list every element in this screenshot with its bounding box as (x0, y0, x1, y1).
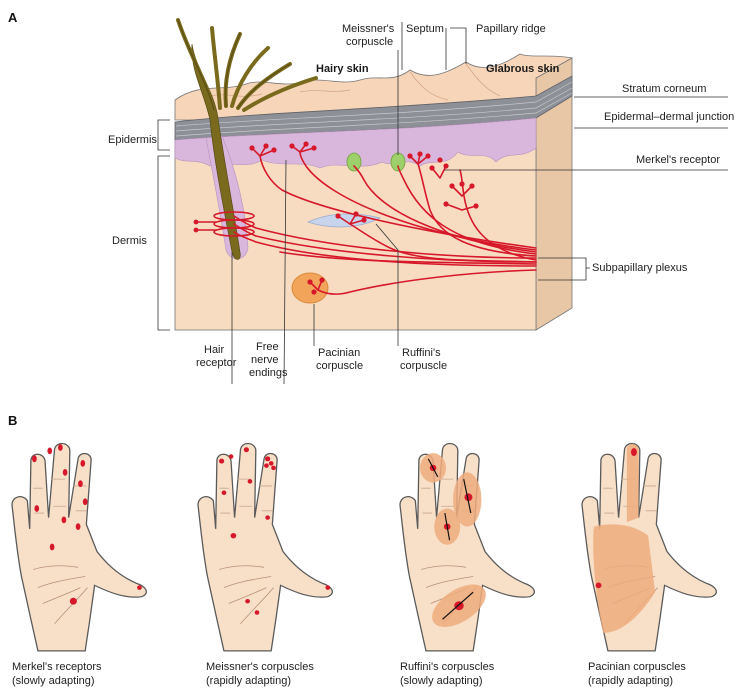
caption-meissner-adapt: (rapidly adapting) (206, 675, 291, 687)
label-ruffini-line1: Ruffini's (402, 347, 441, 359)
label-hairy-skin: Hairy skin (316, 63, 369, 75)
caption-merkel-name: Merkel's receptors (12, 661, 102, 673)
label-free-line1: Free (256, 341, 279, 353)
label-ruffini-line2: corpuscle (400, 360, 447, 372)
panel-a-label: A (8, 10, 18, 25)
label-dermis: Dermis (112, 235, 147, 247)
label-epidermal-dermal-junction: Epidermal–dermal junction (604, 111, 734, 123)
label-papillary-ridge: Papillary ridge (476, 23, 546, 35)
hand-meissner (198, 444, 332, 651)
hand-pacinian (582, 444, 716, 651)
caption-meissner-name: Meissner's corpuscles (206, 661, 314, 673)
panel-b-label: B (8, 413, 17, 428)
label-hair-line1: Hair (204, 344, 225, 356)
caption-pacinian-name: Pacinian corpuscles (588, 661, 686, 673)
label-epidermis: Epidermis (108, 134, 157, 146)
label-free-line3: endings (249, 367, 288, 379)
label-free-line2: nerve (251, 354, 279, 366)
label-meissner-line2: corpuscle (346, 36, 393, 48)
hand-ruffini (400, 444, 534, 651)
label-meissner-line1: Meissner's (342, 23, 395, 35)
label-pacinian-line2: corpuscle (316, 360, 363, 372)
label-pacinian-line1: Pacinian (318, 347, 360, 359)
caption-ruffini-name: Ruffini's corpuscles (400, 661, 495, 673)
label-stratum-corneum: Stratum corneum (622, 83, 706, 95)
caption-ruffini-adapt: (slowly adapting) (400, 675, 483, 687)
caption-merkel-adapt: (slowly adapting) (12, 675, 95, 687)
hand-merkel (12, 444, 146, 651)
label-glabrous-skin: Glabrous skin (486, 63, 560, 75)
label-septum: Septum (406, 23, 444, 35)
label-merkels-receptor: Merkel's receptor (636, 154, 720, 166)
label-subpapillary-plexus: Subpapillary plexus (592, 262, 688, 274)
meissner-corpuscle-1 (347, 153, 361, 171)
caption-pacinian-adapt: (rapidly adapting) (588, 675, 673, 687)
label-hair-line2: receptor (196, 357, 237, 369)
